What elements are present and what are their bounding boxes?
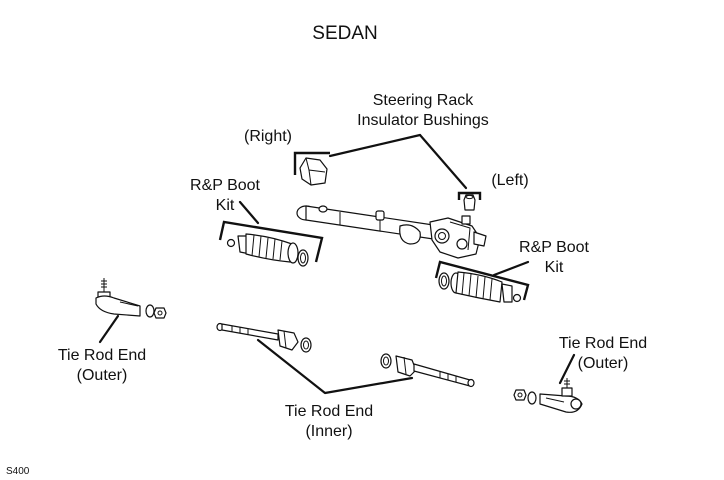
brackets xyxy=(218,151,530,301)
tie-rod-inner-left-part xyxy=(216,322,312,353)
boot-kit-left-part xyxy=(226,233,309,267)
leader-tie-rod-outer-left xyxy=(98,314,120,344)
bushing-left-part xyxy=(463,194,476,211)
leader-bushing-right xyxy=(328,133,422,158)
bracket-bushing-left xyxy=(457,191,482,200)
figure-code: S400 xyxy=(6,466,30,477)
leader-tie-rod-inner xyxy=(256,338,414,395)
label-tie-rod-end-outer-right: Tie Rod End (Outer) xyxy=(558,335,648,372)
bushing-right-part xyxy=(299,157,328,186)
tie-rod-inner-right-part xyxy=(380,353,475,388)
steering-rack-part xyxy=(296,205,487,259)
label-boot-kit-left: R&P Boot Kit xyxy=(190,177,260,214)
label-tie-rod-end-inner: Tie Rod End (Inner) xyxy=(284,403,374,440)
diagram-title: SEDAN xyxy=(312,23,378,44)
label-bushing-right: (Right) xyxy=(243,128,292,145)
bracket-boot-left xyxy=(218,220,324,263)
label-steering-rack-insulator-bushings: Steering Rack Insulator Bushings xyxy=(357,92,489,129)
label-tie-rod-end-outer-left: Tie Rod End (Outer) xyxy=(57,347,147,384)
leader-boot-right xyxy=(492,260,530,277)
tie-rod-end-outer-right-part xyxy=(513,378,583,413)
boot-kit-right-part xyxy=(438,271,522,303)
leader-boot-left xyxy=(238,200,260,225)
bracket-bushing-right xyxy=(293,151,330,175)
leader-bushing-left xyxy=(418,133,468,190)
tie-rod-end-outer-left-part xyxy=(95,278,167,319)
label-boot-kit-right: R&P Boot Kit xyxy=(519,239,589,276)
label-bushing-left: (Left) xyxy=(491,172,529,189)
bracket-boot-right xyxy=(434,260,530,301)
leader-lines xyxy=(98,133,576,395)
leader-tie-rod-outer-right xyxy=(558,353,576,385)
